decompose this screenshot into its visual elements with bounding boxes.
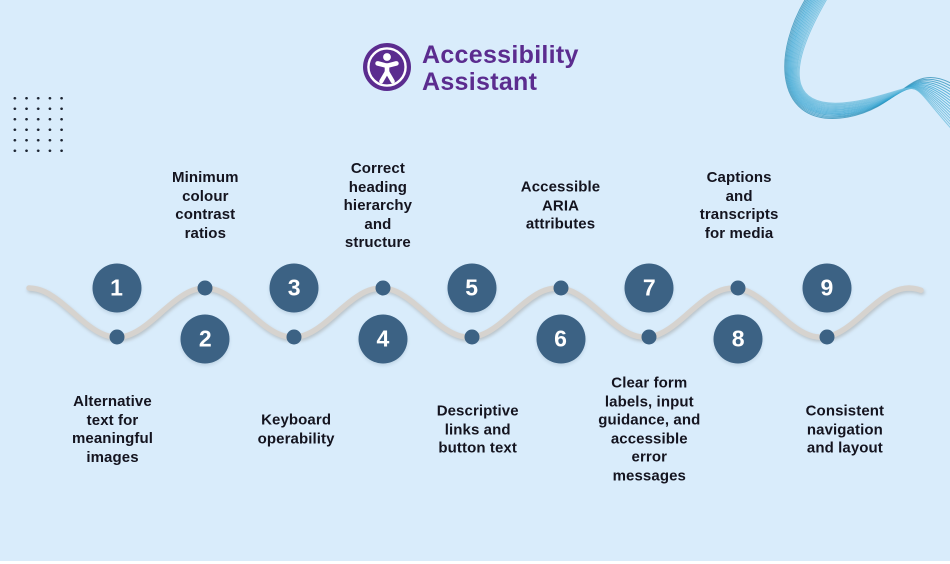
step-dot-6 xyxy=(553,280,568,296)
accessibility-icon xyxy=(363,43,411,91)
step-dot-7 xyxy=(641,329,657,345)
step-label-7: Clear form labels, input guidance, and a… xyxy=(598,374,701,485)
logo: Accessibility Assistant xyxy=(361,41,579,96)
step-circle-3: 3 xyxy=(269,263,319,313)
page-title-line1: Accessibility xyxy=(422,41,579,69)
step-dot-1 xyxy=(109,329,124,345)
step-label-1: Alternative text for meaningful images xyxy=(71,393,153,466)
step-dot-3 xyxy=(286,329,302,345)
step-label-8: Captions and transcripts for media xyxy=(699,169,779,242)
page-title-line2: Assistant xyxy=(422,68,538,96)
step-label-6: Accessible ARIA attributes xyxy=(520,178,601,233)
step-dot-2 xyxy=(197,280,213,296)
step-circle-8: 8 xyxy=(713,314,763,364)
step-number: 1 xyxy=(110,274,123,301)
step-label-2: Minimum colour contrast ratios xyxy=(172,169,239,242)
page-title: Accessibility Assistant xyxy=(422,42,579,96)
step-label-3: Keyboard operability xyxy=(257,411,335,448)
step-circle-5: 5 xyxy=(447,263,497,313)
dot-grid-decoration xyxy=(6,90,63,152)
step-label-5: Descriptive links and button text xyxy=(436,402,519,457)
step-circle-7: 7 xyxy=(624,263,674,313)
step-dot-4 xyxy=(375,280,391,296)
step-number: 2 xyxy=(198,325,212,352)
step-number: 8 xyxy=(731,325,745,352)
step-number: 7 xyxy=(642,274,656,301)
step-circle-1: 1 xyxy=(92,263,141,313)
step-dot-5 xyxy=(464,329,480,345)
step-circle-6: 6 xyxy=(536,314,585,364)
step-label-4: Correct heading hierarchy and structure xyxy=(343,159,413,251)
step-dot-9 xyxy=(819,329,835,345)
step-circle-2: 2 xyxy=(180,314,230,364)
accessibility-person-glyph xyxy=(375,53,399,84)
step-number: 6 xyxy=(554,325,567,352)
step-circle-9: 9 xyxy=(802,263,852,313)
step-number: 5 xyxy=(465,274,479,301)
step-dot-8 xyxy=(730,280,746,296)
step-number: 3 xyxy=(287,274,301,301)
step-label-9: Consistent navigation and layout xyxy=(805,402,885,457)
step-number: 4 xyxy=(376,325,390,352)
bottom-edge-strip xyxy=(0,561,950,564)
step-circle-4: 4 xyxy=(358,314,408,364)
step-number: 9 xyxy=(820,274,834,301)
